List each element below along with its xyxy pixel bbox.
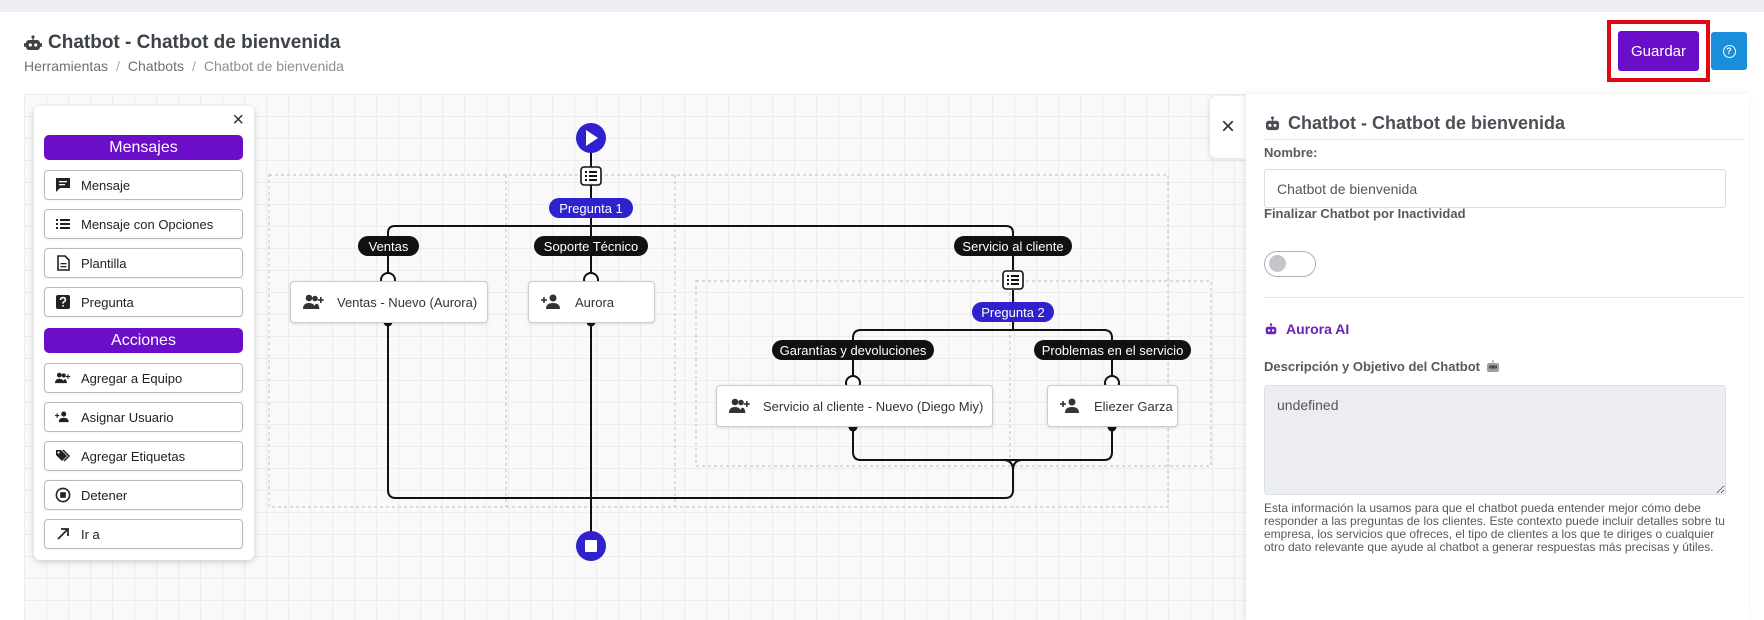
option-servicio-al-cliente[interactable]: Servicio al cliente xyxy=(954,236,1072,256)
palette-item-label: Ir a xyxy=(81,526,100,542)
palette-item-pregunta[interactable]: Pregunta xyxy=(44,287,243,317)
robot-icon xyxy=(1265,323,1277,335)
palette-section-actions: Acciones xyxy=(44,328,243,353)
palette-item-label: Mensaje xyxy=(81,177,131,193)
inactivity-label: Finalizar Chatbot por Inactividad xyxy=(1264,206,1466,221)
robot-icon xyxy=(24,35,42,50)
palette-item-label: Pregunta xyxy=(81,294,134,310)
aurora-ai-label: Aurora AI xyxy=(1286,321,1350,337)
description-help-text: Esta información la usamos para que el c… xyxy=(1264,501,1725,554)
inactivity-toggle[interactable] xyxy=(1264,251,1316,277)
flow-node-team[interactable]: Servicio al cliente - Nuevo (Diego Miy) xyxy=(716,385,993,427)
user-add-icon xyxy=(55,411,69,423)
flow-node-label: Eliezer Garza xyxy=(1094,398,1173,414)
help-button[interactable]: ? xyxy=(1711,32,1747,70)
breadcrumb-current: Chatbot de bienvenida xyxy=(203,58,344,74)
breadcrumb-separator: / xyxy=(191,58,196,74)
user-group-add-icon xyxy=(55,372,71,384)
flow-node-user[interactable]: Aurora xyxy=(528,281,655,323)
close-icon: × xyxy=(1220,113,1235,140)
list-icon xyxy=(56,219,70,229)
palette-item-mensaje[interactable]: Mensaje xyxy=(44,170,243,200)
flow-node-label: Servicio al cliente - Nuevo (Diego Miy) xyxy=(763,398,984,414)
name-label: Nombre: xyxy=(1264,145,1318,160)
user-group-add-icon xyxy=(729,398,750,413)
toggle-knob xyxy=(1269,255,1286,272)
save-highlight-box: Guardar xyxy=(1607,20,1710,82)
question-1-pill[interactable]: Pregunta 1 xyxy=(549,198,633,218)
settings-panel: Chatbot - Chatbot de bienvenida Nombre: … xyxy=(1246,94,1749,620)
panel-title-text: Chatbot - Chatbot de bienvenida xyxy=(1288,113,1565,133)
top-strip xyxy=(0,0,1764,12)
palette-item-label: Plantilla xyxy=(81,255,127,271)
palette-item-label: Detener xyxy=(81,487,128,503)
flow-node-label: Ventas - Nuevo (Aurora) xyxy=(337,294,478,310)
breadcrumb-herramientas[interactable]: Herramientas xyxy=(24,58,109,74)
save-button[interactable]: Guardar xyxy=(1618,31,1699,71)
option-garantias[interactable]: Garantías y devoluciones xyxy=(772,340,934,360)
divider xyxy=(1264,297,1744,298)
user-add-icon xyxy=(541,294,560,309)
help-icon: ? xyxy=(1722,44,1736,58)
breadcrumb: Herramientas / Chatbots / Chatbot de bie… xyxy=(24,58,344,74)
node-palette: × Mensajes Mensaje Mensaje con Opciones … xyxy=(34,106,254,560)
question-2-pill[interactable]: Pregunta 2 xyxy=(972,302,1054,322)
name-input[interactable] xyxy=(1264,169,1726,208)
palette-item-label: Agregar Etiquetas xyxy=(81,448,186,464)
palette-item-ir-a[interactable]: Ir a xyxy=(44,519,243,549)
panel-title: Chatbot - Chatbot de bienvenida xyxy=(1264,113,1565,134)
user-add-icon xyxy=(1060,398,1079,413)
tags-icon xyxy=(56,449,71,462)
aurora-ai-link[interactable]: Aurora AI xyxy=(1264,321,1349,337)
question-icon xyxy=(56,295,70,309)
flow-node-team[interactable]: Ventas - Nuevo (Aurora) xyxy=(290,281,488,323)
user-group-add-icon xyxy=(303,294,324,309)
divider xyxy=(1264,139,1744,140)
palette-item-label: Agregar a Equipo xyxy=(81,370,183,386)
flow-node-label: Aurora xyxy=(575,294,615,310)
arrow-up-right-icon xyxy=(57,528,69,540)
palette-item-agregar-etiquetas[interactable]: Agregar Etiquetas xyxy=(44,441,243,471)
option-ventas[interactable]: Ventas xyxy=(358,236,419,256)
palette-item-label: Mensaje con Opciones xyxy=(81,216,214,232)
description-label-text: Descripción y Objetivo del Chatbot xyxy=(1264,359,1480,374)
panel-close-button[interactable]: × xyxy=(1210,96,1246,158)
description-textarea[interactable]: undefined xyxy=(1264,385,1726,495)
breadcrumb-separator: / xyxy=(116,58,120,74)
message-icon xyxy=(56,178,70,192)
breadcrumb-chatbots[interactable]: Chatbots xyxy=(127,58,184,74)
stop-icon xyxy=(55,487,71,503)
palette-item-detener[interactable]: Detener xyxy=(44,480,243,510)
flow-node-user[interactable]: Eliezer Garza xyxy=(1047,385,1178,427)
palette-close-icon[interactable]: × xyxy=(232,109,244,131)
palette-item-agregar-equipo[interactable]: Agregar a Equipo xyxy=(44,363,243,393)
palette-section-messages: Mensajes xyxy=(44,135,243,160)
palette-item-asignar-usuario[interactable]: Asignar Usuario xyxy=(44,402,243,432)
document-icon xyxy=(57,255,70,271)
page-title: Chatbot - Chatbot de bienvenida xyxy=(24,32,340,54)
palette-item-plantilla[interactable]: Plantilla xyxy=(44,248,243,278)
page-title-text: Chatbot - Chatbot de bienvenida xyxy=(48,32,341,53)
option-problemas-servicio[interactable]: Problemas en el servicio xyxy=(1034,340,1191,360)
robot-icon xyxy=(1265,116,1280,131)
palette-item-mensaje-opciones[interactable]: Mensaje con Opciones xyxy=(44,209,243,239)
option-soporte-tecnico[interactable]: Soporte Técnico xyxy=(534,236,648,256)
palette-item-label: Asignar Usuario xyxy=(81,409,174,425)
robot-emoji-icon xyxy=(1486,360,1499,372)
description-label: Descripción y Objetivo del Chatbot xyxy=(1264,359,1500,374)
